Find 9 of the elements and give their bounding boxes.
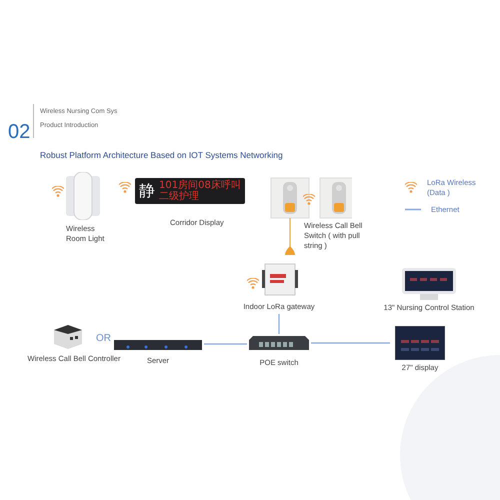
- ethernet-line: [311, 342, 390, 344]
- diagram-title: Robust Platform Architecture Based on IOT Systems Networking: [40, 150, 283, 160]
- display-text: 101房间08床呼叫: [159, 180, 241, 191]
- display-character: 静: [139, 180, 155, 202]
- ethernet-line: [278, 314, 280, 334]
- ethernet-line: [204, 343, 247, 345]
- section-number: 02: [8, 122, 30, 142]
- display-text: 二级护理: [159, 191, 200, 202]
- or-text: OR: [96, 333, 111, 344]
